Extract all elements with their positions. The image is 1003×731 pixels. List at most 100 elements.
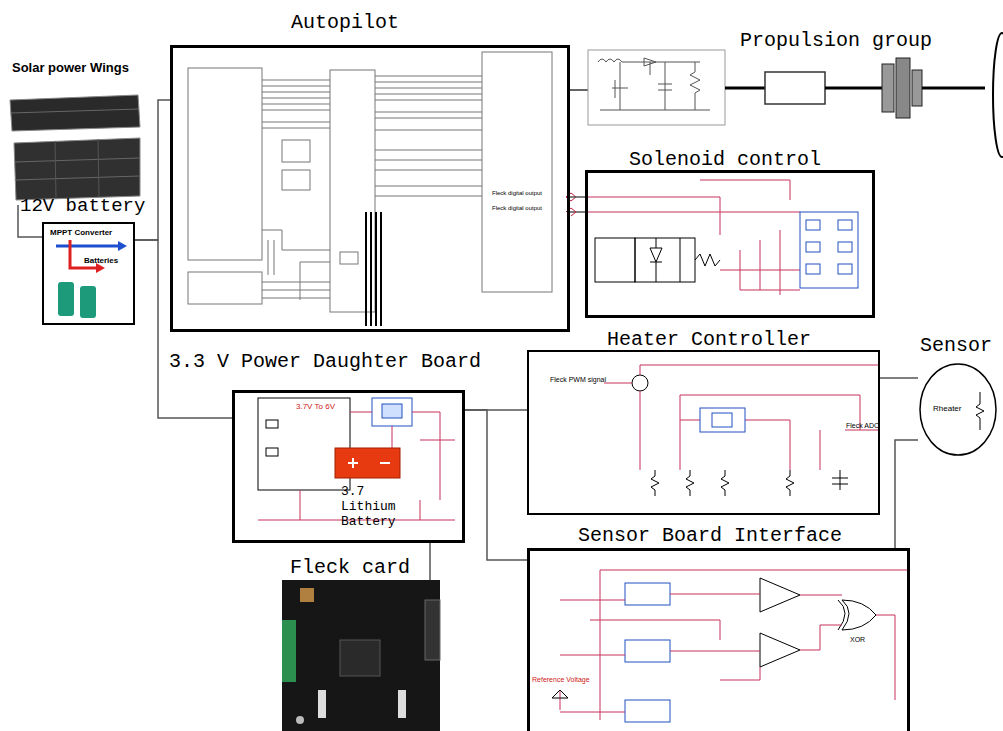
solar-panel (15, 158, 140, 162)
wire (880, 377, 918, 379)
node-heading: Heater Controller (607, 328, 811, 351)
solar-wings: Solar power Wings (8, 55, 142, 205)
wire (570, 196, 585, 198)
motor-driver (570, 89, 588, 91)
solar-panel (10, 95, 140, 200)
daughter-board-circuit (266, 448, 278, 456)
node-heading: Fleck card (290, 556, 410, 579)
heater-circuit (651, 470, 794, 496)
heater-box: Heater Controller (527, 350, 880, 515)
heater-circuit (700, 408, 745, 432)
autopilot-schematic (375, 76, 482, 130)
mppt-symbol (56, 240, 127, 318)
heater-circuit (604, 365, 880, 496)
autopilot-schematic (282, 170, 310, 190)
propulsion-group (896, 58, 910, 118)
battery-box: 12V batteryMPPT ConverterBatteries (42, 222, 135, 325)
solenoid-box: Solenoid control (585, 170, 875, 318)
gate-name: XOR (850, 636, 865, 644)
propulsion-group (912, 70, 922, 106)
sensor-interface-circuit (838, 600, 876, 630)
group-title: Propulsion group (740, 30, 932, 52)
node-heading: Autopilot (291, 11, 399, 34)
node-heading: 12V battery (20, 196, 145, 218)
fleck-card-photo (282, 580, 440, 731)
fleck-card: Fleck card (282, 580, 440, 731)
sensor-interface-circuit (552, 690, 568, 698)
node-heading: Sensor Board Interface (578, 524, 842, 547)
signal-name: Reference Voltage (532, 676, 590, 684)
fleck-card-photo (282, 620, 296, 682)
heater-circuit (832, 470, 848, 490)
autopilot-schematic (340, 252, 358, 264)
solenoid-circuit (720, 230, 800, 295)
fleck-card-photo (318, 690, 326, 718)
sensor-interface-circuit (625, 640, 670, 662)
solenoid-circuit (635, 238, 695, 282)
solenoid-circuit (838, 264, 852, 274)
solenoid-circuit (838, 242, 852, 252)
sensor-circle: SensorRheater (918, 362, 998, 457)
daughter-board-circuit (372, 398, 412, 426)
data-bus (375, 212, 377, 326)
node-text: 3.7 Lithium Battery (341, 485, 413, 530)
sensor-interface-circuit (760, 578, 800, 667)
autopilot-schematic (262, 230, 330, 298)
solenoid-circuit (806, 264, 820, 274)
solenoid-circuit (566, 180, 858, 295)
node-text: MPPT Converter (50, 228, 112, 237)
autopilot-schematic (262, 80, 330, 128)
node-text: Batteries (84, 256, 118, 265)
mppt-symbol (56, 245, 118, 248)
solenoid-circuit (570, 211, 585, 213)
sensor-interface-circuit (560, 570, 910, 720)
solenoid-circuit (585, 180, 800, 235)
heater-circuit (712, 413, 732, 427)
motor-driver (598, 58, 710, 110)
autopilot-schematic (282, 140, 310, 162)
signal-name: Fleck digital output (492, 190, 542, 197)
propulsion-group (993, 33, 1003, 157)
solenoid-circuit (800, 212, 858, 288)
propulsion-group (922, 87, 985, 90)
signal-name: Fleck ADC (846, 422, 879, 430)
fleck-card-photo (282, 580, 440, 731)
autopilot-schematic (482, 52, 552, 292)
daughter-board-circuit (335, 448, 400, 478)
solar-panel (10, 95, 140, 131)
autopilot-schematic (188, 68, 262, 260)
node-text: Rheater (933, 404, 961, 413)
daughter-board-circuit (266, 420, 278, 428)
propulsion-group (882, 64, 894, 112)
wire (135, 100, 170, 240)
solenoid-circuit (806, 242, 820, 252)
wire (429, 543, 431, 580)
node-heading: Sensor (920, 334, 992, 357)
daughter-board-circuit (348, 458, 390, 468)
autopilot-box: Autopilot (170, 45, 570, 332)
solenoid-circuit (595, 238, 635, 282)
fleck-card-photo (300, 588, 314, 602)
solar-panel (98, 139, 99, 197)
node-heading: Solar power Wings (12, 61, 129, 76)
solenoid-circuit (650, 238, 680, 282)
solenoid-circuit (838, 220, 852, 230)
autopilot-schematic (330, 70, 375, 312)
autopilot-schematic (268, 240, 330, 300)
fleck-card-photo (425, 600, 440, 660)
daughter-board-box: 3.3 V Power Daughter Board3.7 Lithium Ba… (232, 390, 465, 543)
node-heading: 3.3 V Power Daughter Board (169, 350, 481, 373)
autopilot-schematic (375, 150, 482, 196)
propulsion-group (725, 87, 765, 90)
data-bus (366, 212, 381, 326)
solar-panel (15, 176, 140, 180)
sensor-interface-circuit (625, 700, 670, 722)
data-bus (370, 212, 372, 326)
fleck-card-photo (296, 716, 304, 724)
node-heading: Solenoid control (629, 148, 821, 171)
heater-circuit (604, 365, 880, 470)
signal-name: Fleck digital output (492, 205, 542, 212)
fleck-card-photo (398, 690, 406, 718)
